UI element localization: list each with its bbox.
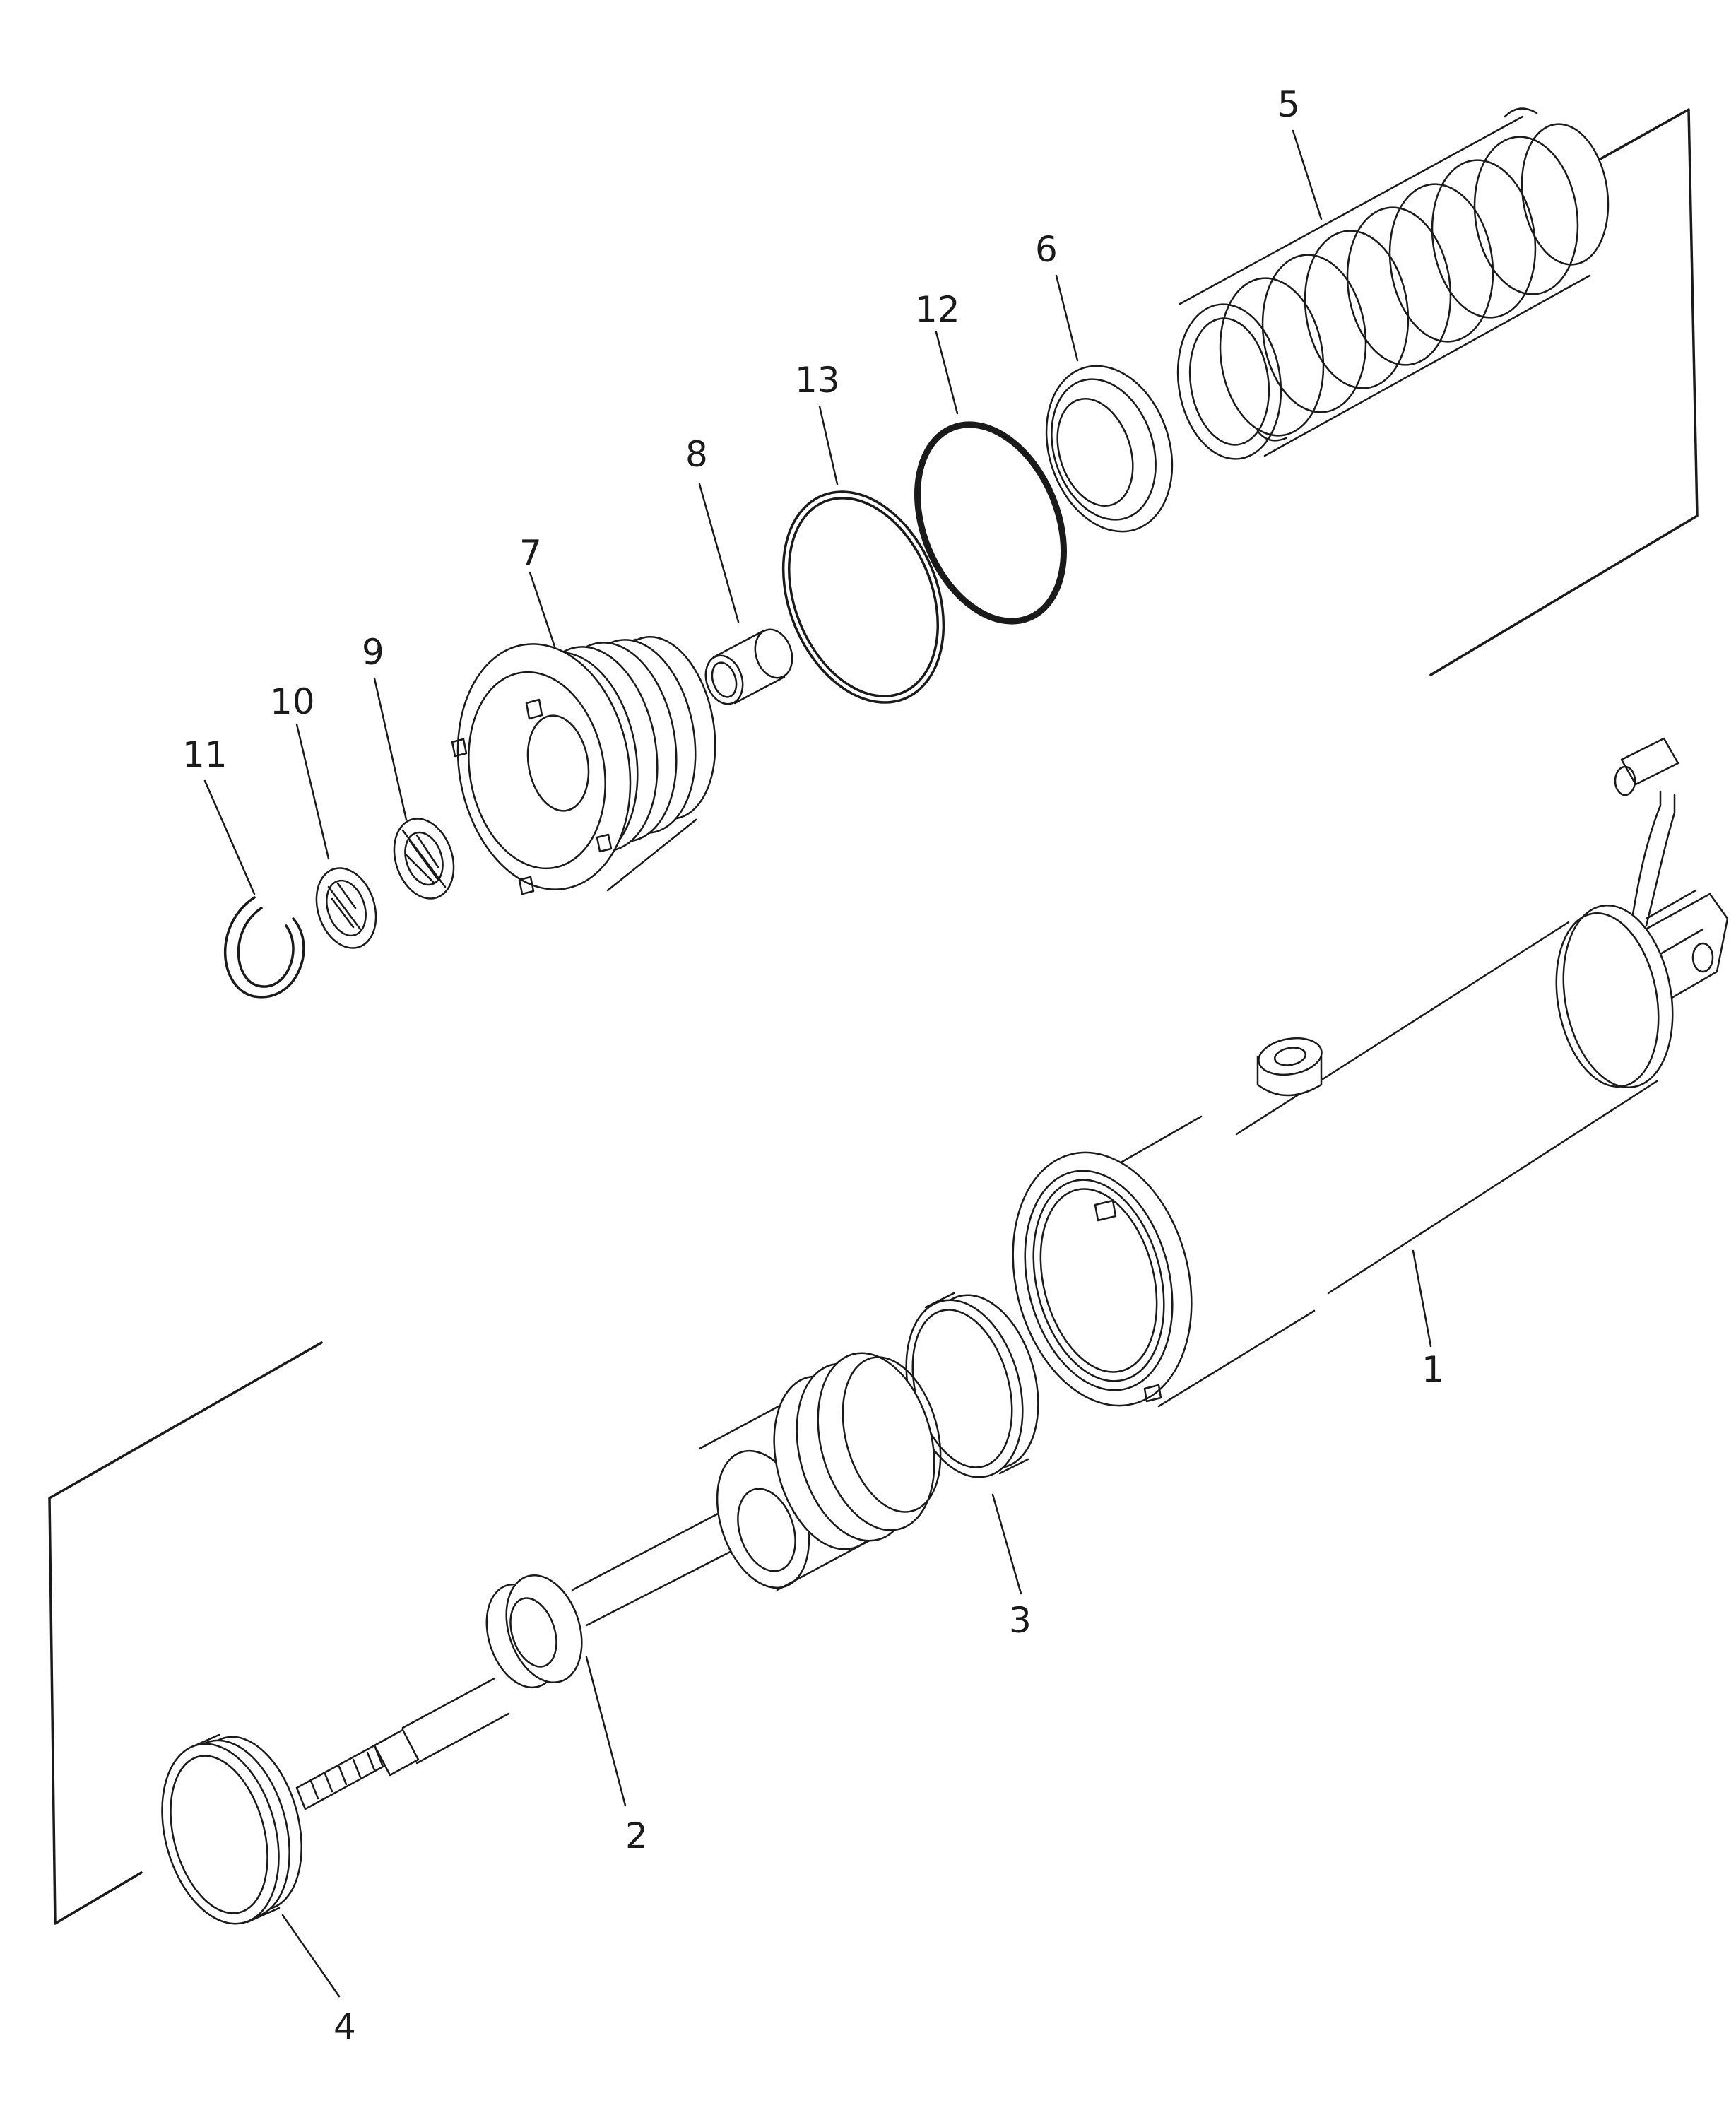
- leader-2: [585, 1656, 627, 1807]
- upper-group-bracket: [1429, 108, 1699, 676]
- leader-11: [203, 779, 256, 895]
- part-10-dust-seal: [315, 867, 377, 949]
- callout-4: 4: [333, 2006, 356, 2047]
- callout-8: 8: [685, 434, 708, 475]
- callout-3: 3: [1009, 1600, 1032, 1641]
- part-6-washer: [1045, 365, 1174, 533]
- callout-7: 7: [519, 533, 542, 574]
- leader-13: [818, 405, 839, 485]
- leader-7: [529, 571, 556, 648]
- callout-13: 13: [795, 360, 840, 401]
- callout-10: 10: [270, 681, 315, 722]
- leader-3: [991, 1493, 1022, 1595]
- leader-4: [281, 1914, 341, 1998]
- part-11-snap-ring: [223, 896, 305, 999]
- part-4-gland-ring: [161, 1733, 302, 1925]
- leader-5: [1292, 129, 1323, 220]
- leader-8: [698, 483, 740, 623]
- callout-1: 1: [1422, 1349, 1444, 1390]
- leader-6: [1055, 274, 1079, 362]
- callout-2: 2: [625, 1815, 648, 1856]
- part-3-wear-ring: [905, 1292, 1039, 1478]
- leader-1: [1412, 1249, 1432, 1348]
- part-12-o-ring: [914, 421, 1067, 625]
- callout-6: 6: [1035, 229, 1058, 270]
- part-7-gland-nut: [451, 636, 716, 895]
- callout-numbers: 5 6 12 13 8 7 9 10 11 1 3 2 4: [182, 84, 1444, 2047]
- part-2-piston-rod: [295, 1352, 942, 1810]
- part-13-backup-ring: [781, 490, 945, 704]
- leader-9: [373, 677, 408, 821]
- part-1-cylinder: [1012, 737, 1729, 1408]
- callout-11: 11: [182, 734, 228, 775]
- leader-12: [935, 331, 959, 415]
- callout-12: 12: [915, 289, 960, 330]
- callout-5: 5: [1277, 84, 1300, 125]
- callout-9: 9: [362, 632, 384, 673]
- part-9-seal: [393, 818, 455, 900]
- part-8-bushing: [704, 628, 793, 705]
- lower-group-bracket: [48, 1341, 323, 1925]
- leader-lines: [203, 129, 1432, 1998]
- leader-10: [295, 723, 330, 860]
- part-5-spring: [1176, 107, 1610, 460]
